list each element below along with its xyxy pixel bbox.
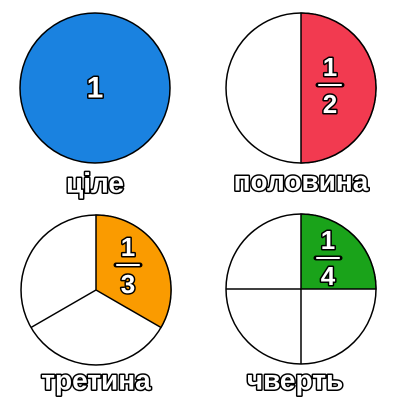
half-denominator: 2 bbox=[323, 89, 337, 119]
fraction-third: 1 3 третина bbox=[20, 214, 172, 397]
third-numerator: 1 bbox=[121, 232, 135, 262]
whole-circle bbox=[19, 12, 171, 164]
fraction-quarter: 1 4 чверть bbox=[225, 213, 377, 397]
third-shaded-sector bbox=[95, 214, 172, 329]
quarter-denominator: 4 bbox=[321, 261, 336, 291]
quarter-shaded-sector bbox=[300, 213, 377, 290]
quarter-numerator: 1 bbox=[321, 225, 335, 255]
quarter-caption: чверть bbox=[247, 365, 343, 396]
third-divider bbox=[30, 289, 97, 329]
half-caption: половина bbox=[234, 166, 369, 197]
fraction-whole: 1 ціле bbox=[19, 12, 171, 200]
fraction-half: 1 2 половина bbox=[225, 12, 377, 198]
third-caption: третина bbox=[41, 365, 151, 396]
whole-numerator: 1 bbox=[87, 72, 104, 105]
whole-caption: ціле bbox=[66, 168, 124, 199]
half-numerator: 1 bbox=[323, 52, 337, 82]
third-denominator: 3 bbox=[121, 269, 135, 299]
half-shaded-sector bbox=[300, 12, 377, 164]
